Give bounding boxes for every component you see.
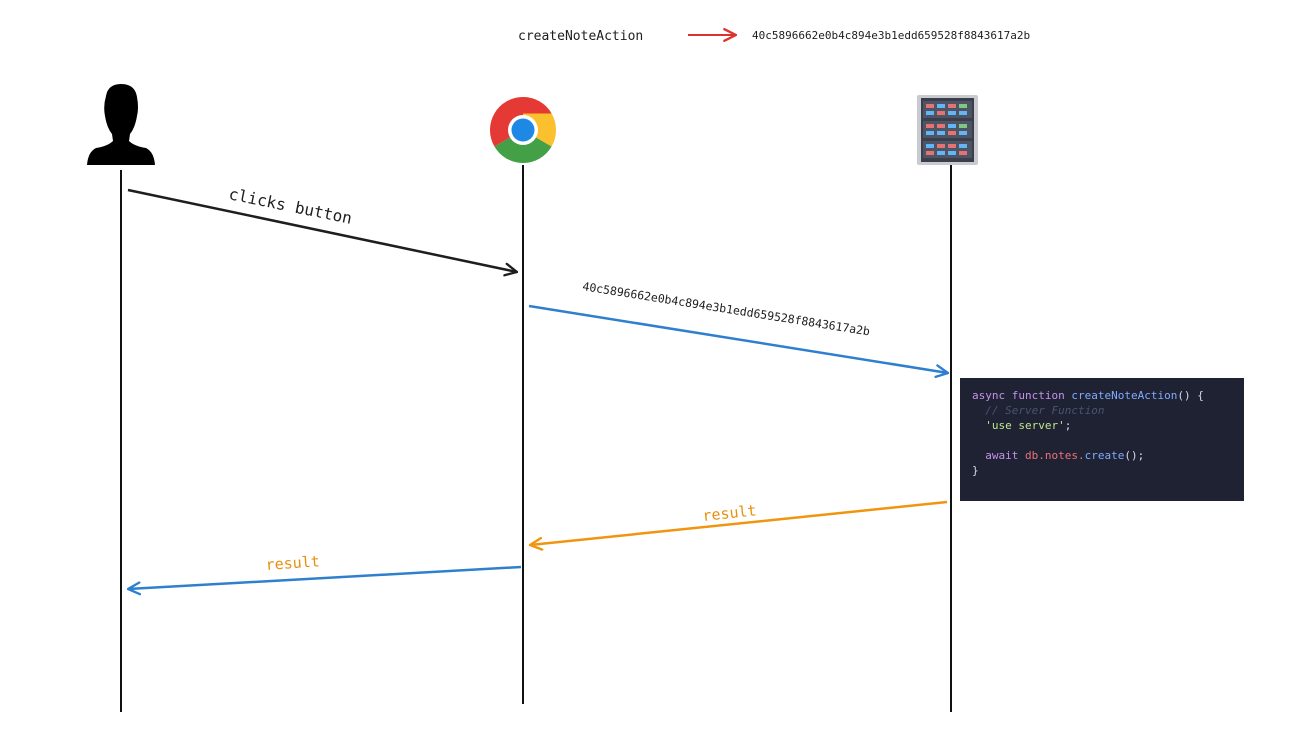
code-directive: 'use server' — [985, 419, 1065, 432]
server-result-label: result — [702, 501, 758, 525]
server-result-arrow — [530, 500, 948, 545]
client-result-label: result — [265, 552, 320, 574]
chrome-browser-icon — [489, 97, 557, 164]
legend-action-id: 40c5896662e0b4c894e3b1edd659528f8843617a… — [752, 29, 1030, 42]
server-rack-icon — [917, 95, 978, 165]
code-kw-function: function — [1011, 389, 1065, 402]
code-line-blank — [972, 433, 1244, 448]
user-silhouette-icon — [87, 84, 155, 165]
request-arrow — [528, 304, 948, 373]
request-label: 40c5896662e0b4c894e3b1edd659528f8843617a… — [582, 279, 871, 338]
click-label: clicks button — [227, 184, 354, 228]
code-line-await: await db.notes.create(); — [972, 448, 1244, 463]
code-line-directive: 'use server'; — [972, 418, 1244, 433]
code-comment: // Server Function — [985, 404, 1105, 417]
code-directive-tail: ; — [1064, 419, 1072, 432]
code-signature-tail: () { — [1177, 389, 1204, 402]
code-line-closing: } — [972, 463, 1244, 478]
code-line-signature: async function createNoteAction() { — [972, 388, 1244, 403]
code-call-tail: (); — [1124, 449, 1145, 462]
code-closing-brace: } — [972, 464, 979, 477]
code-kw-await: await — [985, 449, 1019, 462]
server-function-code: async function createNoteAction() { // S… — [960, 378, 1244, 501]
client-result-arrow — [128, 565, 522, 589]
code-function-name: createNoteAction — [1071, 389, 1178, 402]
code-create-call: create — [1084, 449, 1125, 462]
legend-action-name: createNoteAction — [518, 29, 643, 44]
click-arrow — [127, 188, 517, 272]
code-kw-async: async — [972, 389, 1006, 402]
code-db-expr: db.notes. — [1025, 449, 1085, 462]
code-line-comment: // Server Function — [972, 403, 1244, 418]
